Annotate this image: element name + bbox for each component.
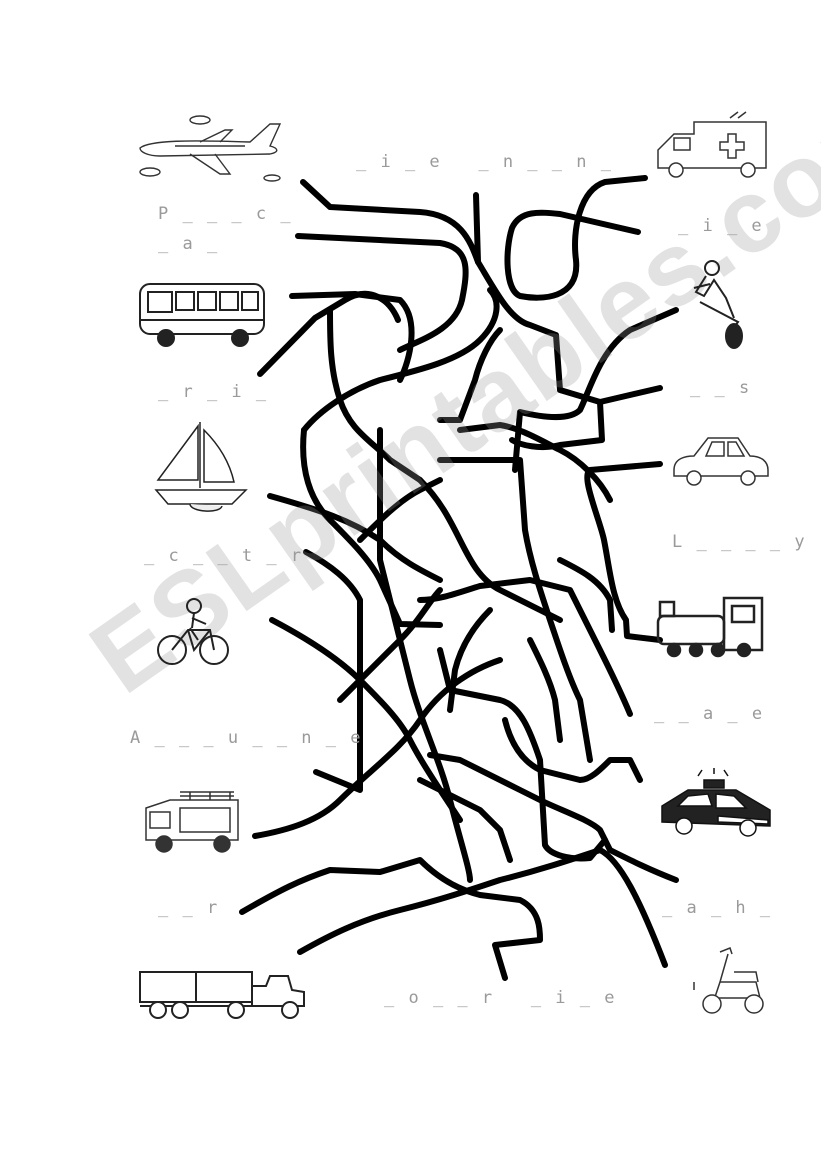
airplane-icon <box>130 112 290 184</box>
clue-truck: _ o _ _ r _ i _ e <box>384 988 617 1008</box>
scooter-icon <box>690 942 770 1022</box>
clue-train: _ r _ i _ <box>158 382 269 402</box>
bicycle-icon <box>154 596 234 668</box>
clue-police-car: _ _ a _ e <box>654 704 765 724</box>
train-icon <box>654 592 766 662</box>
clue-locomotive: L _ _ _ _ y <box>672 532 807 552</box>
clue-car: _ _ s <box>690 378 752 398</box>
car-icon <box>668 430 772 488</box>
clue-motorbike: _ i _ e <box>678 216 764 236</box>
clue-bus: _ a _ <box>158 234 220 254</box>
clue-boat: _ c _ _ t _ r <box>144 546 304 566</box>
clue-ambulance: _ i _ e _ n _ _ n _ <box>356 152 613 172</box>
ambulance-icon <box>654 110 772 182</box>
motorbike-icon <box>686 258 750 350</box>
clue-scooter: _ a _ h _ <box>662 898 773 918</box>
clue-bicycle: A _ _ _ u _ _ n _ e <box>130 728 363 748</box>
sailboat-icon <box>150 416 254 516</box>
clue-fire-truck: _ _ r <box>158 898 220 918</box>
bus-icon <box>136 276 268 350</box>
truck-icon <box>136 966 308 1022</box>
fire-truck-icon <box>140 778 244 856</box>
police-car-icon <box>658 766 774 840</box>
clue-plane: P _ _ _ c _ <box>158 204 293 224</box>
